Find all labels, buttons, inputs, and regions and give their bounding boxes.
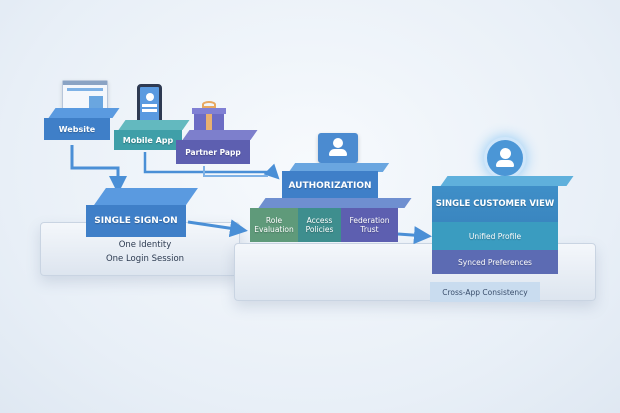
partner-app-block[interactable]: Partner Papp — [176, 140, 250, 164]
scv-block-top — [440, 176, 574, 186]
mobile-app-block[interactable]: Mobile App — [114, 130, 182, 150]
sso-block-top — [94, 188, 198, 205]
arrow-mobile-to-auth — [143, 152, 280, 180]
sso-line-1: One Identity — [118, 240, 172, 250]
single-customer-view[interactable]: SINGLE CUSTOMER VIEW — [432, 186, 558, 222]
authorization-block[interactable]: AUTHORIZATION — [282, 171, 378, 201]
access-policies[interactable]: Access Policies — [298, 208, 341, 242]
user-badge-icon — [318, 133, 358, 163]
website-block[interactable]: Website — [44, 118, 110, 140]
user-circle-icon — [484, 137, 526, 179]
auth-base-top — [258, 198, 412, 208]
mobile-block-top — [118, 120, 190, 130]
arrow-partner-to-auth — [203, 166, 268, 177]
sso-block[interactable]: SINGLE SIGN-ON — [86, 205, 186, 237]
website-block-top — [48, 108, 120, 118]
unified-profile[interactable]: Unified Profile — [432, 222, 558, 250]
federation-trust[interactable]: Federation Trust — [341, 208, 398, 242]
synced-preferences[interactable]: Synced Preferences — [432, 250, 558, 274]
sso-line-2: One Login Session — [105, 254, 185, 264]
cross-app-consistency: Cross-App Consistency — [430, 282, 540, 302]
arrow-auth-to-scv — [397, 226, 432, 245]
arrow-website-to-sso — [70, 145, 127, 194]
role-evaluation[interactable]: Role Evaluation — [250, 208, 298, 242]
partner-block-top — [182, 130, 258, 140]
arrow-sso-to-auth — [187, 219, 248, 238]
